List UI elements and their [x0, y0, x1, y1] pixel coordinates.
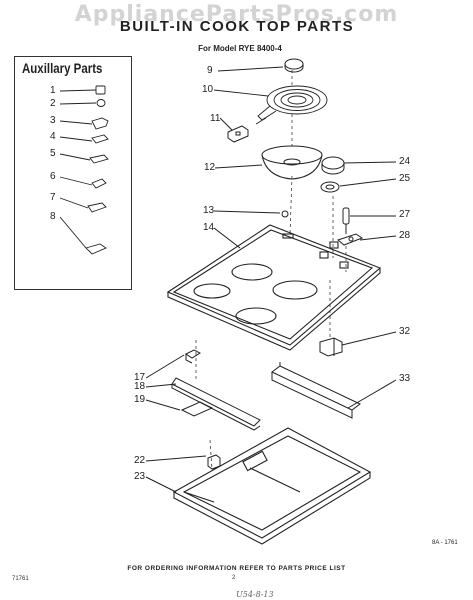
callout-11: 11 [210, 113, 221, 124]
aux-parts-drawings [59, 85, 109, 255]
page-number: 2 [232, 575, 236, 581]
part-33-side-rail [271, 362, 397, 419]
callout-22: 22 [134, 455, 146, 466]
part-13-screw [213, 210, 289, 218]
auxiliary-parts-box [14, 56, 132, 290]
page-title: BUILT-IN COOK TOP PARTS [119, 18, 355, 35]
aux-callout-1: 1 [50, 85, 56, 96]
part-28-bracket [336, 233, 397, 246]
part-17-clip [145, 349, 202, 379]
callout-25: 25 [399, 173, 411, 184]
aux-callout-7: 7 [50, 192, 56, 203]
aux-callout-5: 5 [50, 148, 56, 159]
callout-18: 18 [134, 381, 146, 392]
model-subtitle: For Model RYE 8400-4 [198, 44, 282, 53]
part-23-base-pan [145, 427, 372, 545]
part-27-screw [342, 207, 396, 234]
part-18-front-rail [145, 377, 261, 431]
callout-9: 9 [207, 65, 213, 76]
aux-callout-8: 8 [50, 211, 56, 222]
aux-callout-4: 4 [50, 131, 56, 142]
part-11-terminal-block [219, 117, 249, 143]
part-24-knob [321, 156, 397, 175]
part-12-drip-bowl [214, 145, 323, 180]
part-32-switch [319, 331, 397, 357]
watermark-text: AppliancePartsPros.com [74, 2, 399, 27]
callout-19: 19 [134, 394, 146, 405]
part-19-bracket [145, 399, 214, 417]
callout-13: 13 [203, 205, 215, 216]
callout-24: 24 [399, 156, 411, 167]
callout-17: 17 [134, 372, 146, 383]
auxiliary-parts-title: Auxillary Parts [22, 60, 103, 76]
document-code: 71761 [12, 576, 29, 582]
callout-23: 23 [134, 471, 146, 482]
aux-callout-2: 2 [50, 98, 56, 109]
callout-12: 12 [204, 162, 216, 173]
handwritten-note: U54-8-13 [236, 590, 274, 599]
part-25-cap [320, 178, 397, 193]
callout-10: 10 [202, 84, 214, 95]
part-14-cooktop [166, 224, 382, 351]
callout-28: 28 [399, 230, 411, 241]
diagram-reference-code: 8A - 1761 [432, 540, 458, 546]
dashed-connectors [195, 70, 347, 471]
aux-callout-3: 3 [50, 115, 56, 126]
callout-32: 32 [399, 326, 411, 337]
callout-27: 27 [399, 209, 411, 220]
callout-14: 14 [203, 222, 215, 233]
ordering-info-footer: FOR ORDERING INFORMATION REFER TO PARTS … [127, 565, 346, 572]
aux-callout-6: 6 [50, 171, 56, 182]
part-9-cap [217, 58, 304, 73]
callout-33: 33 [399, 373, 411, 384]
part-22-clip [145, 454, 221, 470]
part-10-coil-element [213, 85, 328, 125]
